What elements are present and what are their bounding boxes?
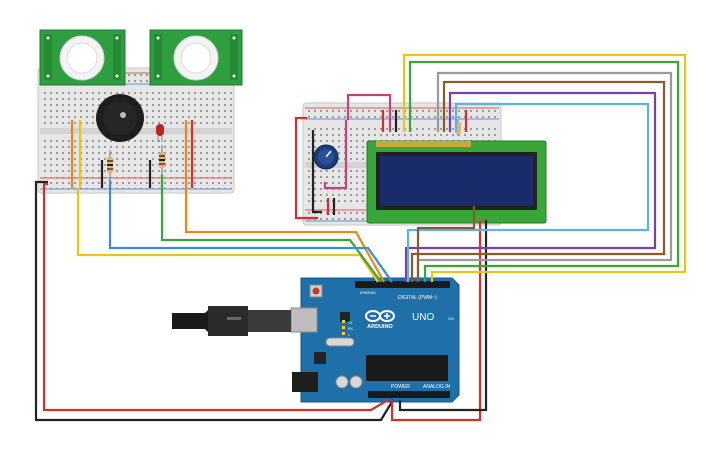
wire-purple-lcd bbox=[404, 91, 657, 282]
wire-yellow-lcd bbox=[402, 53, 687, 282]
analog-header-label: ANALOG IN bbox=[423, 384, 451, 390]
usb-b-cable-icon bbox=[172, 306, 291, 336]
wire-orange-pir2 bbox=[184, 188, 385, 283]
pir-sensor-2 bbox=[149, 29, 243, 86]
resistor-buzzer bbox=[107, 150, 113, 180]
pir-sensor-1 bbox=[39, 29, 126, 86]
board-name-label: ARDUINO bbox=[367, 324, 393, 330]
rx-label: RX bbox=[348, 327, 354, 331]
board-model-label: UNO bbox=[412, 312, 434, 323]
potentiometer bbox=[313, 144, 339, 170]
left-board-jumpers bbox=[70, 120, 194, 188]
gnd-label: GND bbox=[368, 291, 376, 295]
wire-red-5v-left bbox=[42, 182, 389, 412]
power-header-label: POWER bbox=[391, 384, 410, 390]
wire-brown-lcd bbox=[410, 80, 666, 282]
aref-label: AREF bbox=[360, 291, 369, 295]
lcd-16x2 bbox=[366, 140, 547, 224]
wire-brown-lcd-2 bbox=[416, 206, 476, 282]
piezo-buzzer bbox=[96, 94, 144, 142]
wire-black-gnd-right bbox=[398, 220, 488, 412]
wire-green-lcd bbox=[408, 60, 680, 282]
wire-blue-buzzer bbox=[108, 180, 393, 283]
arduino-uno-board bbox=[290, 277, 460, 403]
arduino-logo-icon bbox=[365, 310, 395, 322]
on-label: ON bbox=[448, 316, 454, 321]
wire-yellow-pir1 bbox=[76, 188, 379, 283]
red-led bbox=[156, 124, 164, 142]
l-label: L bbox=[348, 333, 350, 337]
wire-red-5v-right bbox=[390, 220, 482, 422]
tx-label: TX bbox=[348, 321, 353, 325]
wire-cyan-lcd bbox=[406, 102, 650, 282]
long-wires bbox=[34, 53, 687, 422]
wire-green-led bbox=[160, 175, 382, 283]
digital-header-label: DIGITAL (PWM~) bbox=[398, 295, 437, 301]
resistor-led bbox=[159, 145, 165, 175]
wire-black-gnd-left bbox=[34, 180, 394, 422]
